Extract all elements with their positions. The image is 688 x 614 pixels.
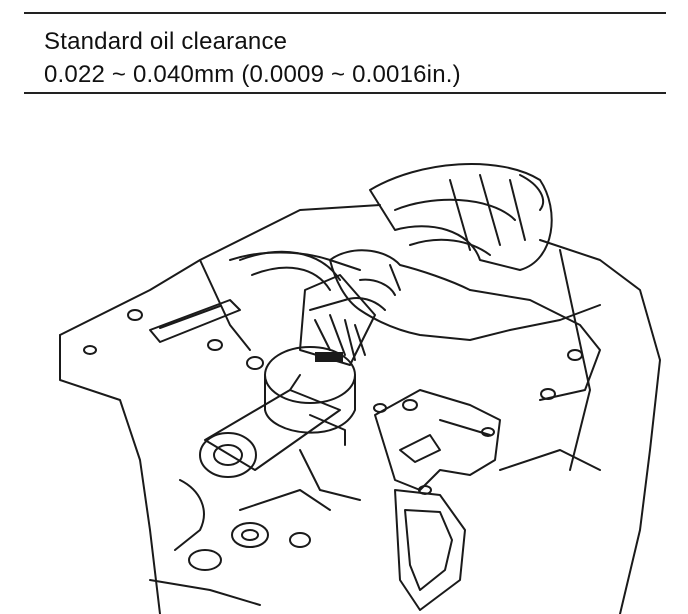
plastigage-scale	[299, 274, 376, 366]
spec-box: Standard oil clearance 0.022 ~ 0.040mm (…	[24, 12, 666, 94]
engine-block	[59, 204, 661, 614]
hand	[329, 249, 601, 341]
crank-journal	[199, 346, 356, 478]
spec-value: 0.022 ~ 0.040mm (0.0009 ~ 0.0016in.)	[44, 61, 461, 88]
crankshaft	[369, 162, 553, 271]
line-drawing	[59, 162, 661, 614]
spec-title: Standard oil clearance	[44, 28, 288, 55]
lower-block	[149, 449, 601, 611]
bearing-cap	[373, 389, 501, 495]
engine-block-illustration	[0, 150, 688, 614]
